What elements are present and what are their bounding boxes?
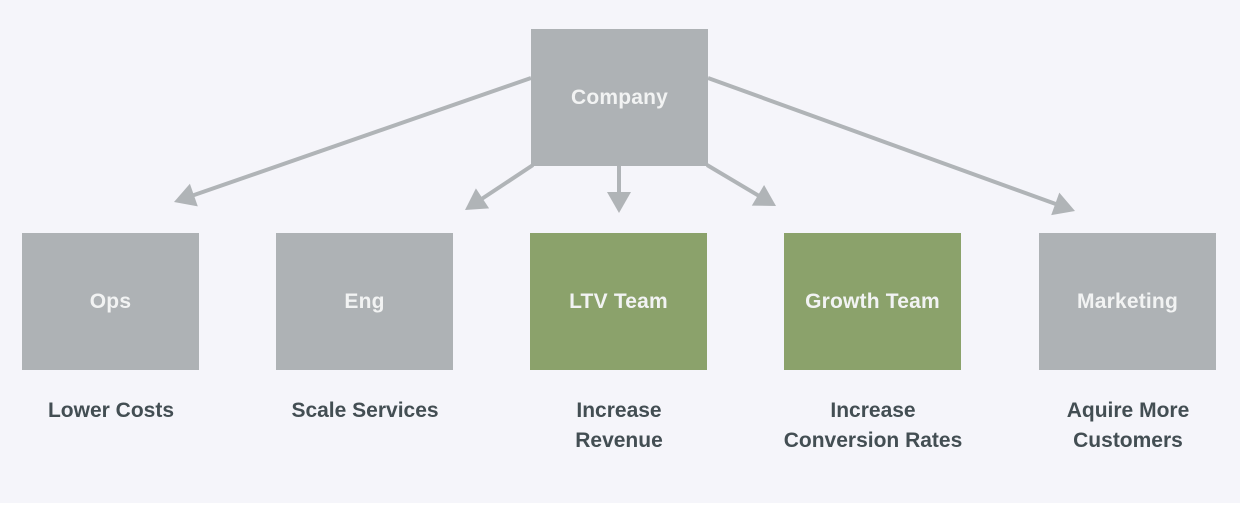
node-ltv-team-label: LTV Team [569, 289, 668, 313]
node-ops: Ops [22, 233, 199, 370]
arrow-to-eng-head [465, 188, 490, 210]
arrow-to-growth-team-head [751, 185, 776, 206]
arrow-to-growth-team [705, 163, 776, 206]
node-company: Company [531, 29, 708, 166]
node-eng: Eng [276, 233, 453, 370]
arrow-to-ltv-team-head [607, 192, 631, 213]
arrow-to-ops [174, 76, 532, 207]
node-ops-label: Ops [89, 289, 132, 313]
bottom-strip [0, 503, 1240, 506]
node-eng-label: Eng [344, 289, 385, 313]
goal-increase-conversion-rates: Increase Conversion Rates [783, 399, 963, 452]
arrow-to-ltv-team [607, 165, 631, 213]
arrow-to-eng [465, 163, 535, 210]
arrow-to-marketing-shaft [707, 76, 1058, 207]
node-marketing: Marketing [1039, 233, 1216, 370]
arrow-to-ops-shaft [191, 76, 532, 198]
node-growth-team-label: Growth Team [805, 289, 940, 313]
node-ltv-team: LTV Team [530, 233, 707, 370]
arrow-to-marketing [707, 76, 1075, 216]
goal-increase-revenue: Increase Revenue [575, 399, 663, 452]
goal-acquire-more-customers: Aquire More Customers [1066, 399, 1190, 452]
goal-lower-costs: Lower Costs [47, 399, 175, 422]
goal-scale-services: Scale Services [291, 399, 439, 422]
node-marketing-label: Marketing [1077, 289, 1178, 313]
arrow-to-marketing-head [1051, 192, 1075, 216]
node-growth-team: Growth Team [784, 233, 961, 370]
arrow-to-ops-head [174, 183, 198, 207]
arrow-to-eng-shaft [479, 163, 535, 202]
node-company-label: Company [570, 85, 669, 109]
arrow-to-growth-team-shaft [705, 163, 761, 199]
